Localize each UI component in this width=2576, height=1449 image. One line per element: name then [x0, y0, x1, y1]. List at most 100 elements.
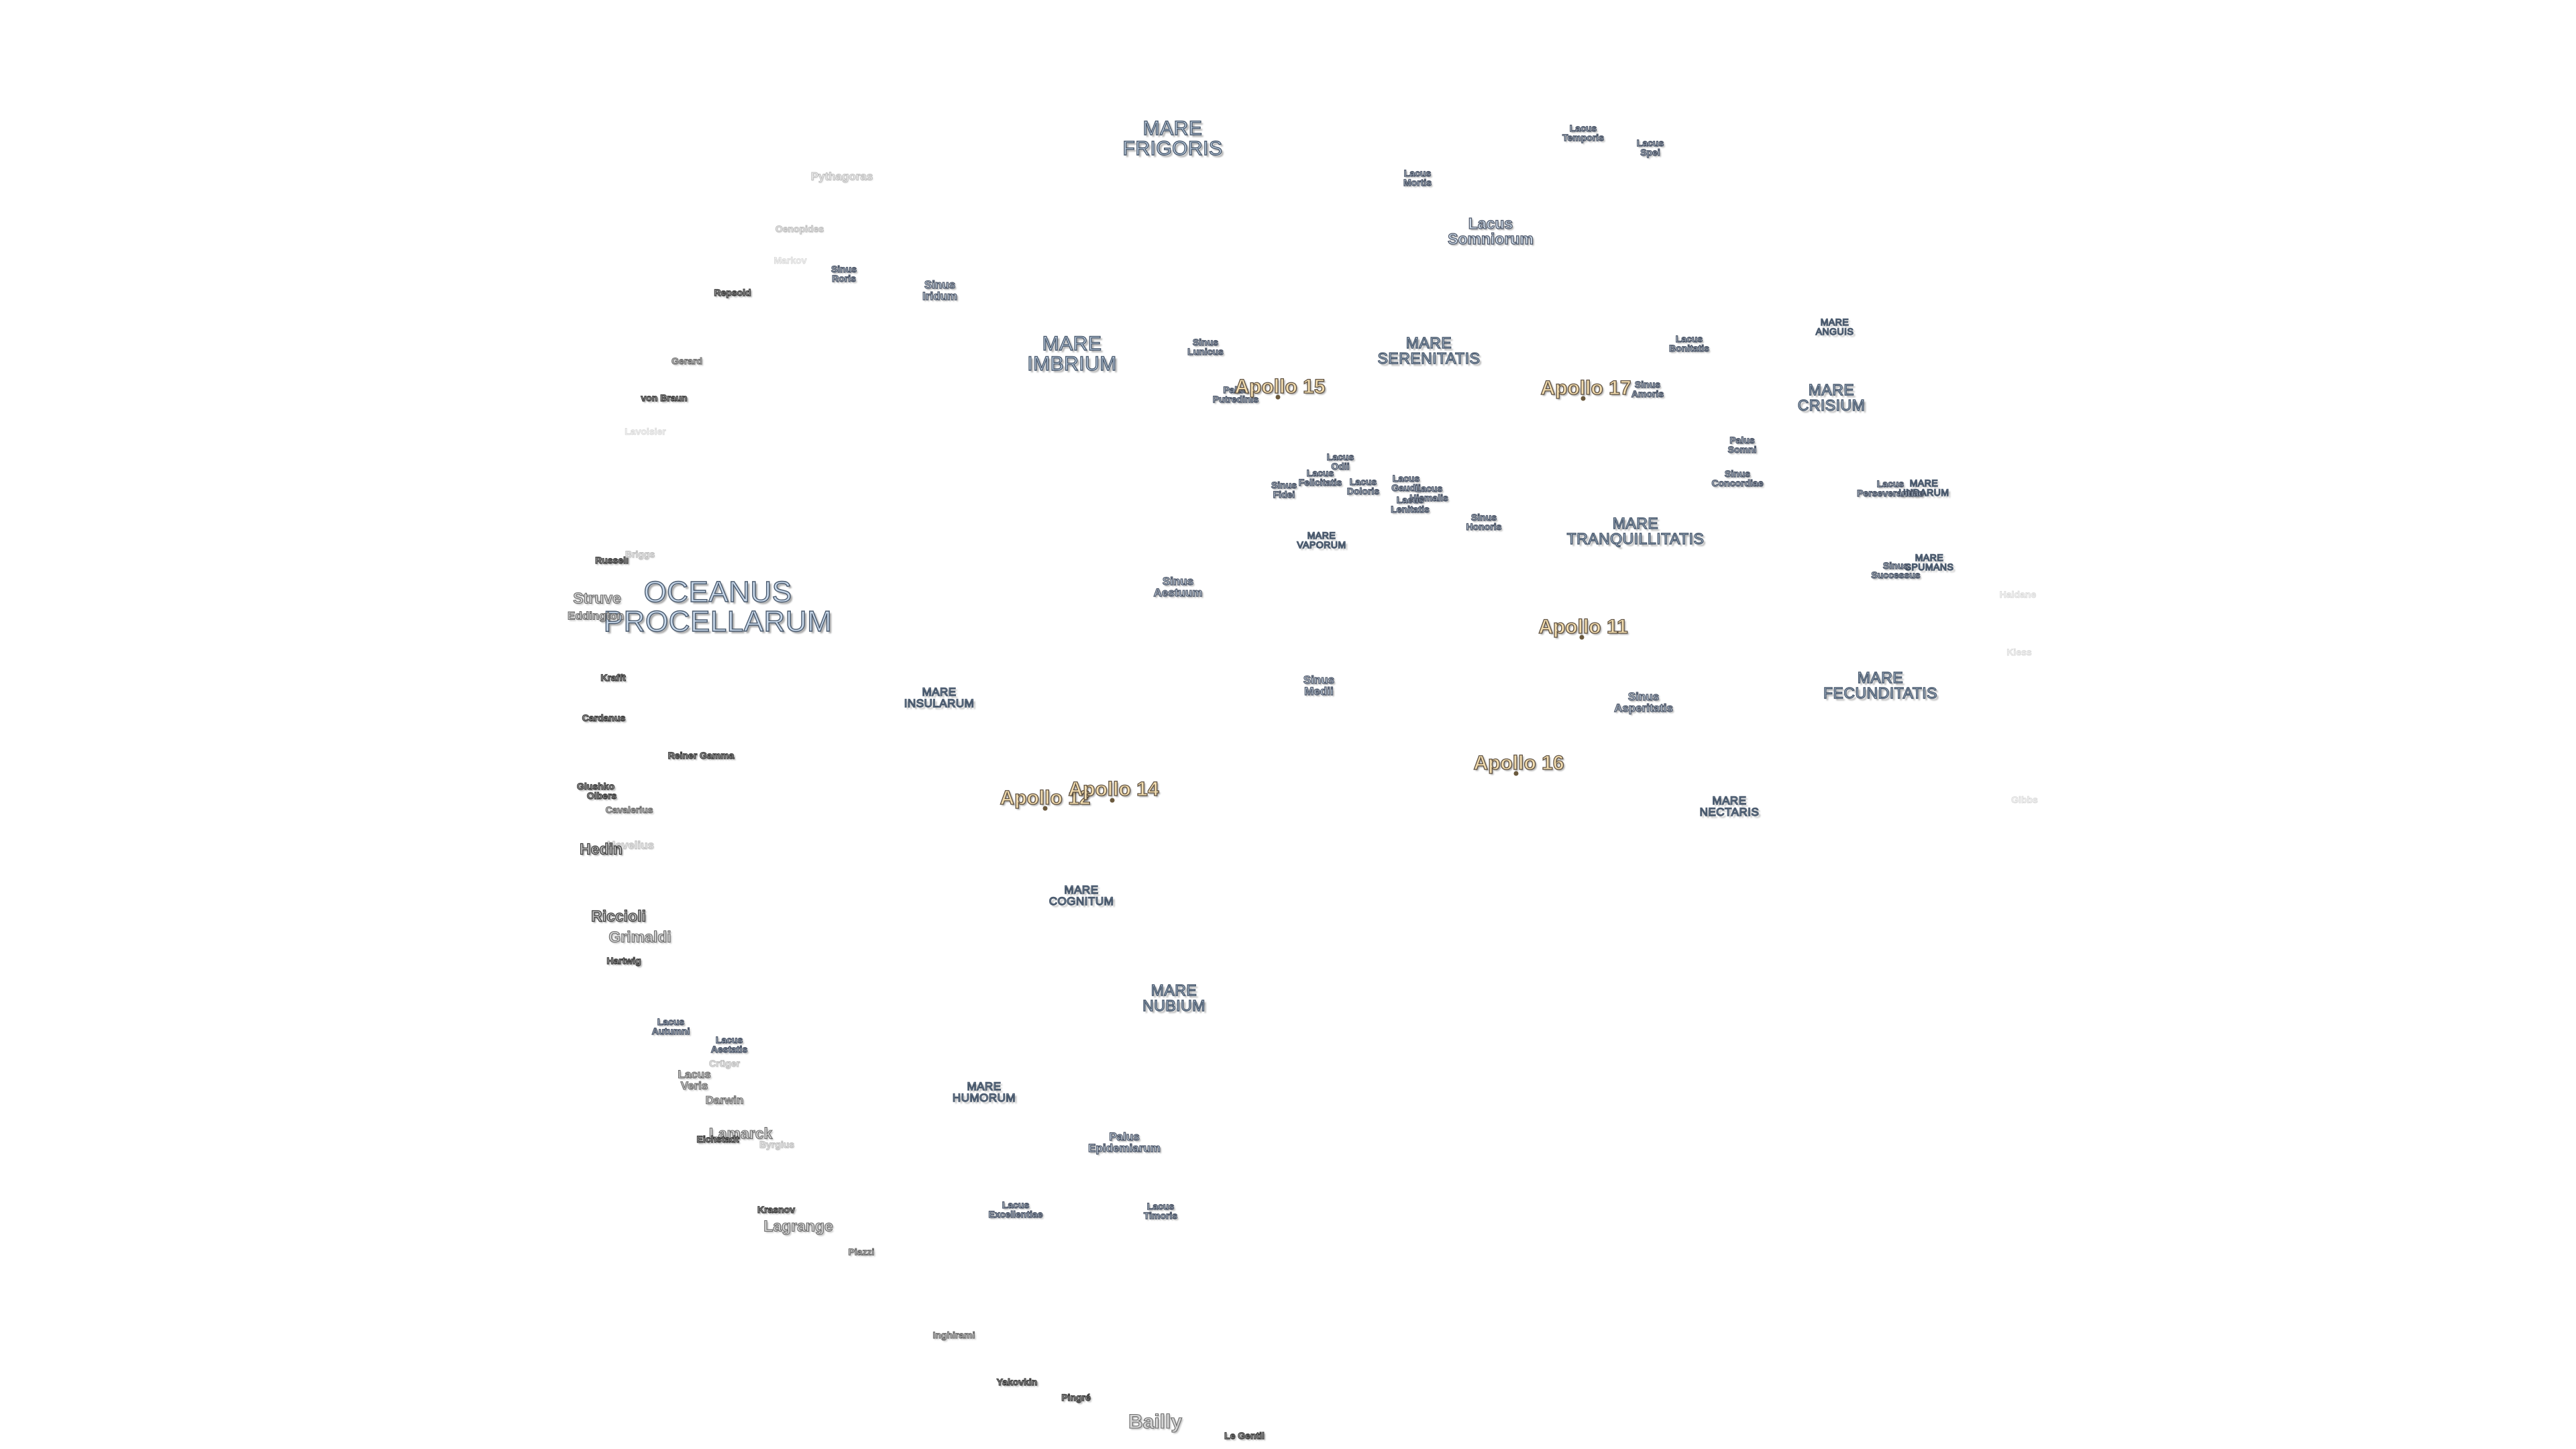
sinus-roris-line1: Sinus	[830, 264, 857, 274]
crater-bailly-label: Bailly	[1128, 1411, 1183, 1433]
oceanus-procellarum-line1: OCEANUS	[643, 576, 792, 608]
palus-somni-line2: Somni	[1727, 444, 1757, 455]
mare-humorum-line2: HUMORUM	[952, 1091, 1016, 1104]
lacus-aestatis-label: Lacus Aestatis	[710, 1034, 748, 1055]
mare-insularum-line2: INSULARUM	[904, 697, 975, 710]
lacus-gaudii-line2: Gaudii	[1391, 482, 1421, 493]
lacus-timoris-line1: Lacus	[1146, 1201, 1175, 1212]
lacus-lenitatis-line1: Lacus	[1396, 494, 1424, 505]
mare-spumans-label: MARE SPUMANS	[1904, 552, 1954, 572]
apollo-14-marker-icon[interactable]	[1110, 798, 1115, 803]
crater-lavoisier-label: Lavoisier	[625, 426, 666, 437]
sinus-fidei-label: Sinus Fidei	[1271, 480, 1297, 499]
lacus-spei-label: Lacus Spei	[1636, 138, 1664, 158]
lacus-excellentiae-line1: Lacus	[1002, 1199, 1030, 1210]
mare-fecunditatis-line1: MARE	[1857, 669, 1904, 686]
crater-glushko-label: Glushko	[576, 781, 615, 792]
sinus-medii-line2: Medii	[1304, 685, 1334, 698]
lacus-mortis-label: Lacus Mortis	[1403, 168, 1432, 187]
sinus-asperitatis-line2: Asperitatis	[1613, 702, 1673, 714]
crater-krafft-label: Krafft	[600, 672, 627, 683]
lacus-lenitatis-label: Lacus Lenitatis	[1391, 494, 1430, 515]
crater-struve-label: Struve	[573, 589, 622, 607]
sinus-successus-line1: Sinus	[1882, 560, 1909, 571]
lacus-doloris-label: Lacus Doloris	[1346, 476, 1380, 496]
crater-kiess-label: Kiess	[2006, 647, 2032, 657]
lacus-aestatis-line2: Aestatis	[710, 1044, 748, 1055]
crater-hedin-label: Hedin	[579, 840, 623, 858]
mare-nectaris-line2: NECTARIS	[1699, 806, 1760, 818]
sinus-lunicus-line2: Lunicus	[1187, 346, 1224, 357]
lacus-temporis-line2: Temporis	[1562, 132, 1604, 143]
mare-cognitum-label: MARE COGNITUM	[1049, 883, 1114, 907]
mare-insularum-label: MARE INSULARUM	[904, 686, 975, 709]
lacus-spei-line1: Lacus	[1636, 138, 1664, 148]
palus-epidemiarum-line1: Palus	[1109, 1130, 1140, 1143]
lacus-spei-line2: Spei	[1640, 147, 1661, 158]
oceanus-procellarum-label: OCEANUS PROCELLARUM	[603, 576, 832, 637]
lacus-perseverantiae-line1: Lacus	[1876, 478, 1904, 489]
apollo-16-marker-icon[interactable]	[1513, 771, 1519, 776]
crater-pingre-label: Pingré	[1061, 1392, 1091, 1403]
sinus-successus-label: Sinus Successus	[1871, 560, 1921, 580]
lacus-autumni-line1: Lacus	[657, 1016, 685, 1027]
mare-vaporum-line2: VAPORUM	[1297, 539, 1346, 550]
sinus-medii-line1: Sinus	[1303, 674, 1335, 686]
apollo-12-label: Apollo 12	[1000, 787, 1091, 809]
mare-frigoris-line1: MARE	[1142, 117, 1203, 140]
crater-gibbs-label: Gibbs	[2011, 794, 2038, 805]
apollo-11-marker-icon[interactable]	[1579, 635, 1585, 640]
crater-reiner-gamma-label: Reiner Gamma	[667, 750, 735, 761]
apollo-15-marker-icon[interactable]	[1275, 394, 1281, 400]
sinus-successus-line2: Successus	[1871, 570, 1921, 580]
lacus-excellentiae-label: Lacus Excellentiae	[988, 1199, 1043, 1219]
sinus-roris-label: Sinus Roris	[830, 264, 857, 284]
sinus-roris-line2: Roris	[831, 273, 856, 284]
crater-krasnov-label: Krasnov	[757, 1204, 796, 1215]
lacus-somniorum-label: Lacus Somniorum	[1448, 215, 1534, 247]
crater-pythagoras-label: Pythagoras	[810, 170, 873, 183]
crater-olbers-label: Olbers	[586, 790, 617, 801]
palus-putredinis-line1: Palus	[1223, 384, 1249, 395]
mare-nectaris-line1: MARE	[1712, 794, 1747, 807]
lacus-odii-label: Lacus Odii	[1326, 451, 1354, 471]
crater-darwin-label: Darwin	[705, 1093, 744, 1107]
mare-undarum-line2: UNDARUM	[1898, 487, 1949, 498]
crater-lagrange-label: Lagrange	[763, 1217, 834, 1235]
crater-eddington-label: Eddington	[567, 609, 625, 623]
apollo-14-label: Apollo 14	[1068, 778, 1159, 800]
lacus-bonitatis-line2: Bonitatis	[1668, 343, 1709, 354]
lacus-odii-line1: Lacus	[1326, 451, 1354, 462]
lacus-doloris-line2: Doloris	[1346, 486, 1380, 496]
lacus-felicitatis-label: Lacus Felicitatis	[1298, 468, 1342, 487]
apollo-17-label: Apollo 17	[1540, 377, 1631, 399]
lacus-hiemalis-line1: Lacus	[1415, 483, 1443, 494]
apollo-17-marker-icon[interactable]	[1580, 396, 1586, 401]
sinus-lunicus-label: Sinus Lunicus	[1187, 337, 1224, 356]
crater-lamarck-label: Lamarck	[708, 1124, 773, 1142]
crater-le-gentil-label: Le Gentil	[1224, 1430, 1265, 1441]
crater-repsold-label: Repsold	[714, 287, 751, 298]
mare-spumans-line1: MARE	[1915, 552, 1944, 563]
apollo-12-marker-icon[interactable]	[1042, 806, 1048, 811]
sinus-iridum-label: Sinus Iridum	[922, 278, 957, 302]
sinus-fidei-line2: Fidei	[1273, 489, 1295, 500]
lacus-lenitatis-line2: Lenitatis	[1391, 504, 1430, 515]
palus-somni-label: Palus Somni	[1727, 435, 1757, 455]
crater-inghirami-label: Inghirami	[932, 1330, 975, 1340]
mare-nectaris-label: MARE NECTARIS	[1699, 794, 1760, 818]
sinus-honoris-label: Sinus Honoris	[1466, 512, 1502, 531]
palus-putredinis-label: Palus Putredinis	[1212, 384, 1259, 404]
mare-tranquillitatis-line2: TRANQUILLITATIS	[1566, 530, 1705, 547]
lacus-hiemalis-line2: Hiemalis	[1409, 492, 1449, 503]
lacus-somniorum-line1: Lacus	[1468, 215, 1513, 232]
lacus-perseverantiae-label: Lacus Perseverantiae	[1857, 478, 1925, 498]
apollo-11-label: Apollo 11	[1538, 616, 1629, 638]
lacus-veris-label: Lacus Veris	[678, 1068, 711, 1091]
mare-crisium-line2: CRISIUM	[1797, 396, 1866, 414]
lacus-timoris-label: Lacus Timoris	[1143, 1201, 1178, 1220]
lacus-temporis-line1: Lacus	[1569, 123, 1597, 133]
apollo-15-label: Apollo 15	[1234, 376, 1326, 398]
crater-cavalerius-label: Cavalerius	[605, 804, 653, 815]
